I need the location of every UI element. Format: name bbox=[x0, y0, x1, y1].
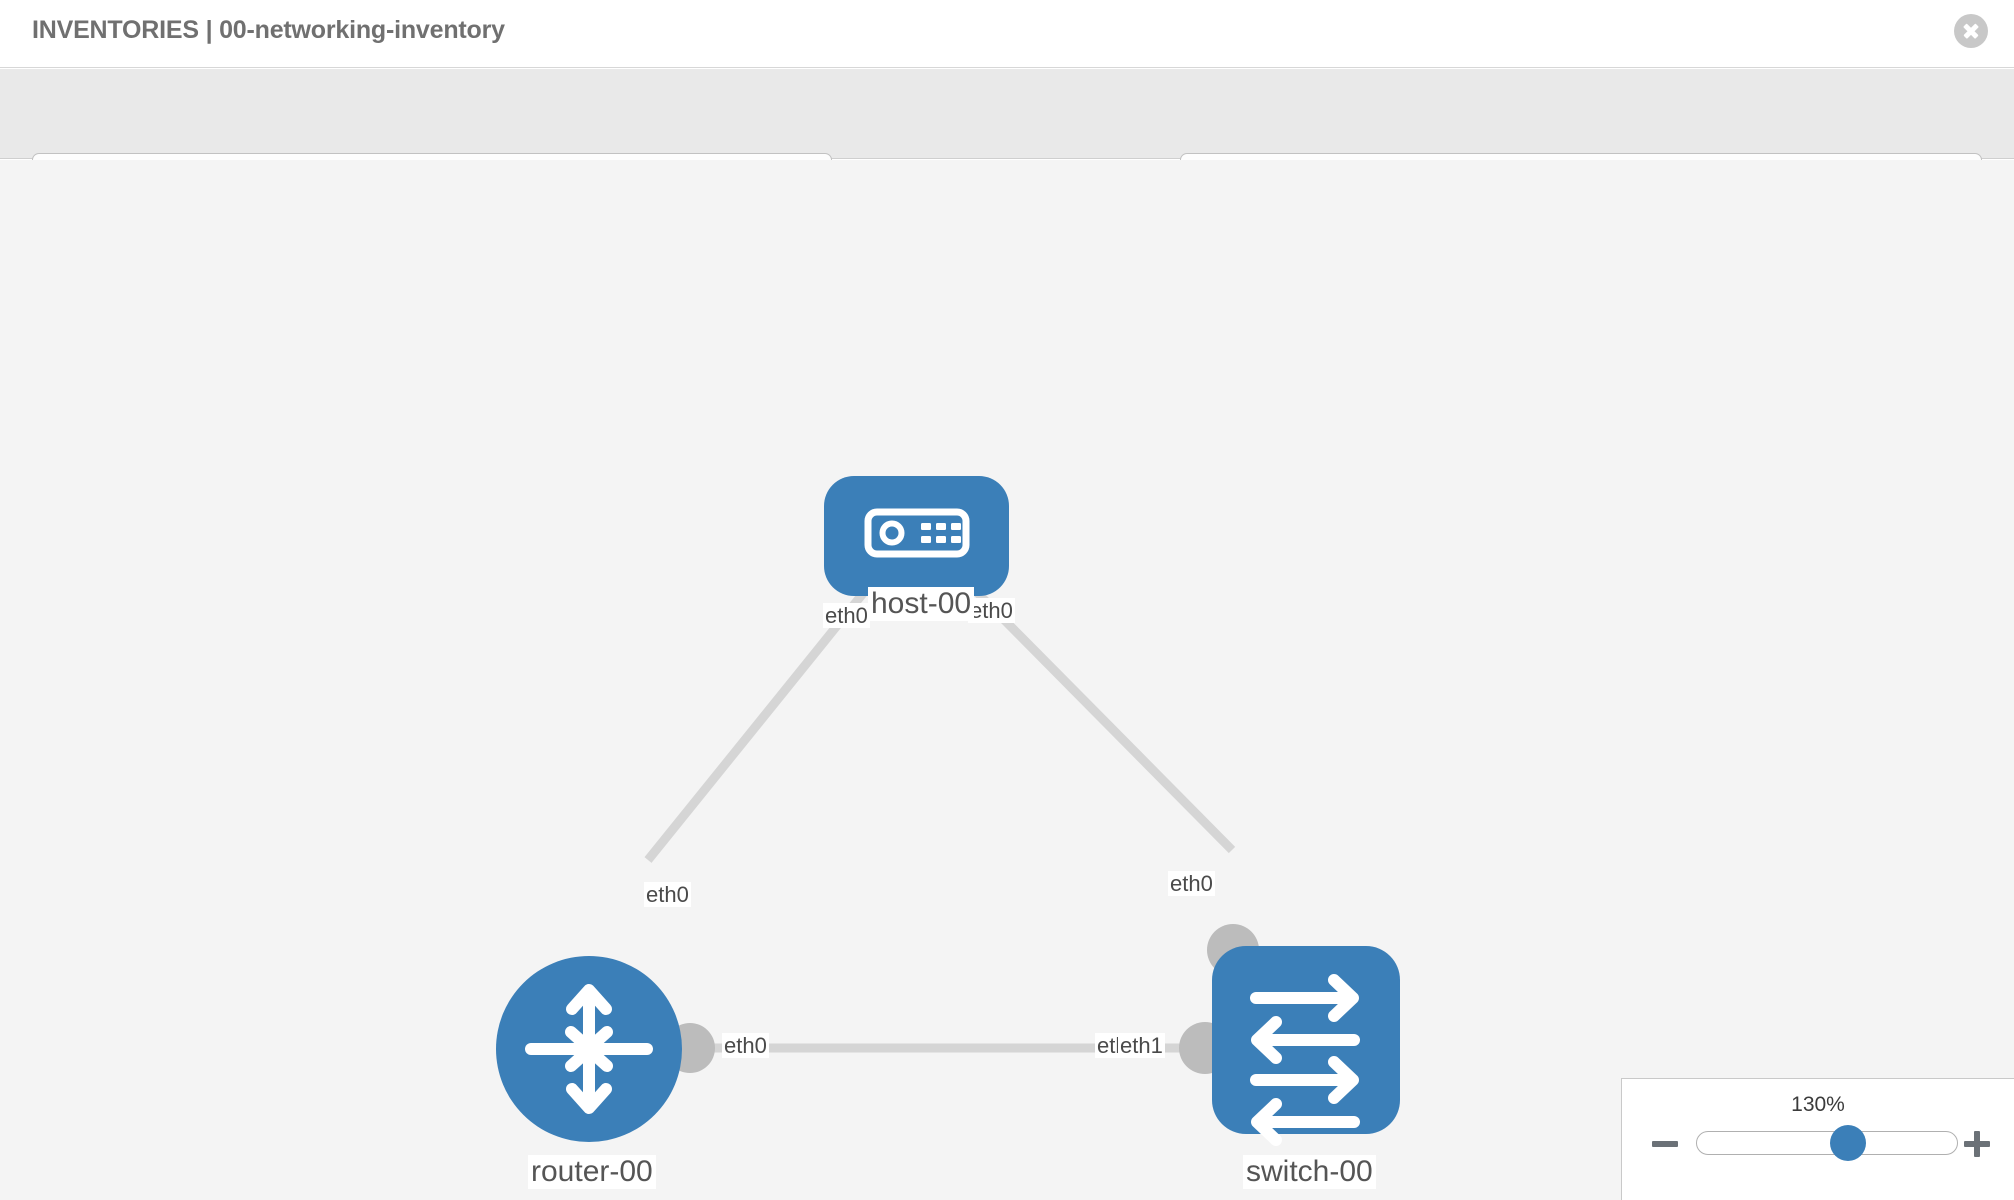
node-host-00[interactable] bbox=[824, 476, 1009, 596]
zoom-slider-thumb[interactable] bbox=[1829, 1125, 1866, 1161]
node-label-router: router-00 bbox=[528, 1155, 656, 1189]
router-icon bbox=[525, 984, 653, 1114]
node-router-00[interactable] bbox=[496, 956, 682, 1142]
zoom-in-button[interactable] bbox=[1962, 1129, 1992, 1159]
interface-label: eth0 bbox=[968, 598, 1015, 624]
topology-canvas[interactable]: eth0 eth0 eth0 eth0 eth0 eth0 eth1 host-… bbox=[0, 160, 2014, 1200]
page-header: INVENTORIES | 00-networking-inventory bbox=[0, 0, 2014, 68]
zoom-control: 130% bbox=[1621, 1078, 2014, 1200]
zoom-out-button[interactable] bbox=[1650, 1129, 1680, 1159]
interface-label: eth0 bbox=[644, 882, 691, 908]
zoom-slider-track[interactable] bbox=[1696, 1125, 1958, 1161]
switch-icon bbox=[1250, 974, 1360, 1146]
interface-label: eth0 bbox=[823, 603, 870, 629]
toolbar: ACTIONS SEARCH bbox=[0, 69, 2014, 211]
zoom-percent-label: 130% bbox=[1791, 1093, 1845, 1116]
close-icon[interactable] bbox=[1954, 14, 1988, 48]
page-title: INVENTORIES | 00-networking-inventory bbox=[32, 16, 505, 44]
node-switch-00[interactable] bbox=[1212, 946, 1400, 1146]
network-topology-graph[interactable] bbox=[0, 160, 2014, 1200]
node-label-host: host-00 bbox=[868, 587, 975, 621]
interface-label: eth0 bbox=[722, 1033, 769, 1059]
node-label-switch: switch-00 bbox=[1243, 1155, 1376, 1189]
interface-label: eth1 bbox=[1118, 1033, 1165, 1059]
interface-label: eth0 bbox=[1168, 871, 1215, 897]
server-icon bbox=[864, 508, 970, 558]
